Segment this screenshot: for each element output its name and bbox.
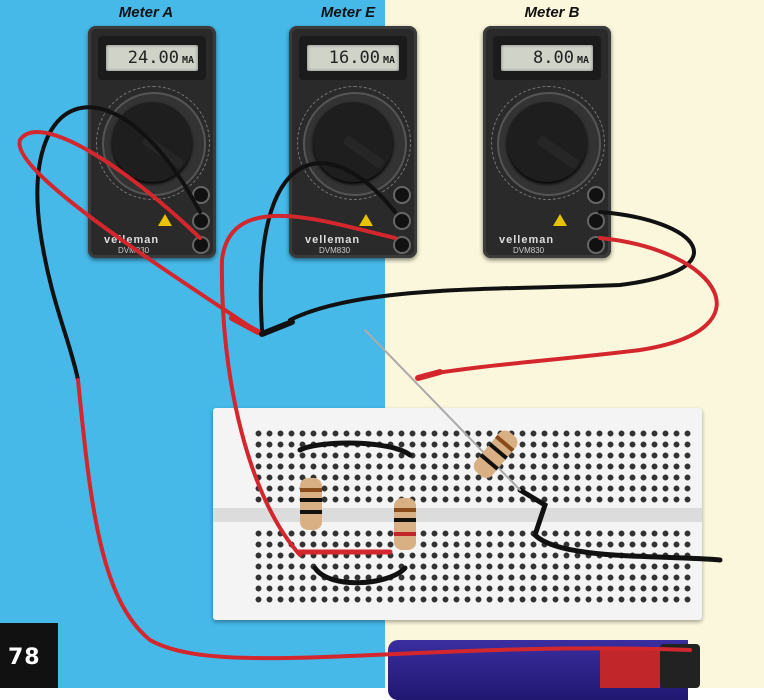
battery-red-wire: [76, 378, 692, 661]
jack-vma: [587, 212, 605, 230]
warning-icon: [359, 214, 373, 226]
meter-a-unit: MA: [181, 55, 194, 66]
meter-e-brand: velleman: [305, 234, 361, 246]
probe-tip: [415, 369, 443, 381]
meter-a-black-lead: [35, 105, 202, 382]
probe-tip: [229, 315, 261, 335]
meter-b-black-lead: [288, 210, 696, 322]
meter-b-label: Meter B: [524, 4, 580, 21]
page-number: 78: [8, 645, 41, 670]
jack-vma: [393, 212, 411, 230]
meter-e-black-lead: [258, 161, 397, 332]
meter-e-model: DVM830: [319, 246, 351, 255]
meter-b-red-lead: [423, 236, 719, 377]
jumper-black-bottom: [312, 565, 408, 586]
breadboard-holes-bottom: [253, 528, 693, 604]
dial-scale: [297, 86, 411, 200]
meter-e-red-lead: [219, 214, 397, 557]
jumper-black-right: [517, 487, 723, 563]
jack-10a: [587, 186, 605, 204]
dial-scale: [491, 86, 605, 200]
resistor-2: [394, 498, 416, 550]
meter-a-label: Meter A: [118, 4, 174, 21]
breadboard-center-groove: [213, 508, 702, 522]
meter-e-label: Meter E: [320, 4, 376, 21]
battery-label-stripe: [600, 648, 660, 688]
meter-a-model: DVM830: [118, 246, 150, 255]
jack-com: [393, 236, 411, 254]
jumper-black-top: [297, 440, 413, 458]
meter-a-reading: 24.00: [127, 48, 179, 68]
meter-e-reading: 16.00: [328, 48, 380, 68]
meter-b-brand: velleman: [499, 234, 555, 246]
resistor-1: [300, 478, 322, 530]
warning-icon: [158, 214, 172, 226]
probe-tip: [259, 319, 295, 337]
page-number-box: [0, 623, 58, 688]
meter-b-unit: MA: [576, 55, 589, 66]
meter-a-red-lead: [17, 130, 257, 332]
meter-b-reading: 8.00: [533, 48, 574, 68]
resistor-3: [473, 430, 518, 478]
dial-scale: [96, 86, 210, 200]
meter-b-model: DVM830: [513, 246, 545, 255]
meter-e-unit: MA: [382, 55, 395, 66]
warning-icon: [553, 214, 567, 226]
jack-10a: [192, 186, 210, 204]
jack-10a: [393, 186, 411, 204]
jack-com: [587, 236, 605, 254]
